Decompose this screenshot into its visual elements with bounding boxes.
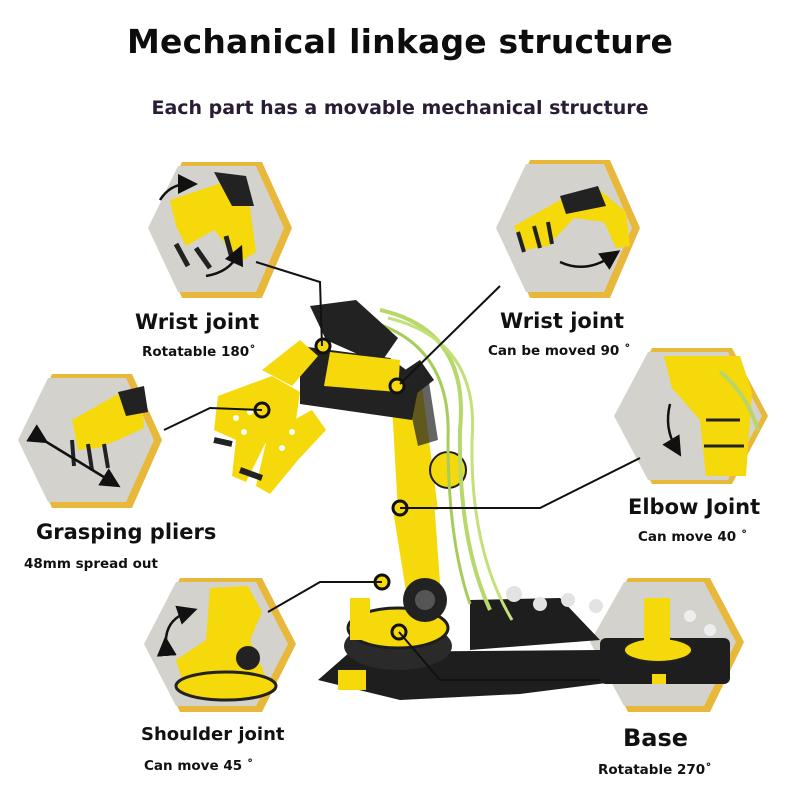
elbow-detail: Can move 40 ˚ <box>638 529 748 545</box>
base-detail: Rotatable 270˚ <box>598 762 712 778</box>
shoulder-detail: Can move 45 ˚ <box>144 758 254 774</box>
grasp-detail: 48mm spread out <box>24 556 158 572</box>
elbow-hexagon <box>614 348 768 484</box>
wrist-right-label: Wrist joint <box>500 309 625 333</box>
shoulder-label: Shoulder joint <box>141 724 285 745</box>
leader-lines <box>163 261 641 681</box>
rotate-arrow-icon <box>158 174 198 201</box>
shoulder-hexagon <box>144 578 296 712</box>
wrist-left-detail: Rotatable 180˚ <box>142 344 256 360</box>
wrist-left-hexagon <box>148 162 292 298</box>
rotate-arrow-icon <box>662 403 682 457</box>
rotate-arrow-icon <box>205 244 244 278</box>
page-title: Mechanical linkage structure <box>126 22 674 61</box>
base-label: Base <box>623 724 689 752</box>
wrist-left-label: Wrist joint <box>135 310 260 334</box>
grasp-hexagon <box>18 374 162 508</box>
page-subtitle: Each part has a movable mechanical struc… <box>151 97 649 119</box>
grasp-label: Grasping pliers <box>36 520 217 544</box>
base-hexagon <box>590 578 744 712</box>
wrist-right-detail: Can be moved 90 ˚ <box>488 343 631 359</box>
rotate-arrow-icon <box>156 605 198 657</box>
rotate-arrow-icon <box>26 424 121 488</box>
elbow-label: Elbow Joint <box>628 495 761 519</box>
wrist-right-hexagon <box>496 160 640 298</box>
rotate-arrow-icon <box>559 250 621 270</box>
